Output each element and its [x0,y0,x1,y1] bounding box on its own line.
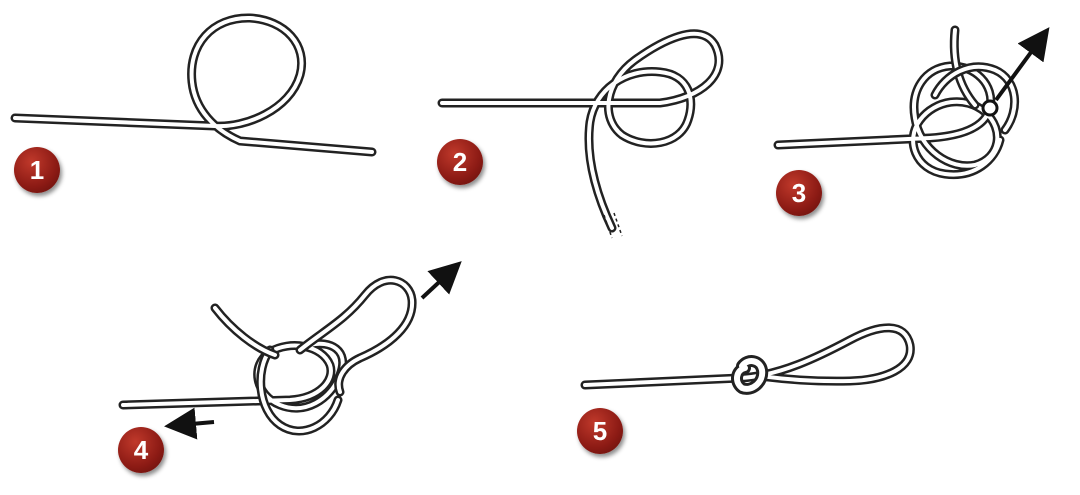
rope-segment [213,306,277,357]
step-1-badge: 1 [14,147,60,193]
step-1-illustration [10,13,377,157]
rope-outline [210,303,280,360]
step-2-illustration [437,29,724,239]
rope-cut-end [603,212,623,239]
step-3-badge: 3 [776,170,822,216]
pull-up-arrow [994,27,1050,102]
step-1-number: 1 [29,155,45,185]
step-2-number: 2 [452,147,468,177]
grip-point-marker [981,99,999,117]
rope-segment [298,278,415,394]
step-3-illustration [773,25,1050,180]
rope-segment [440,31,721,230]
pull-left-arrow [164,407,215,440]
step-5-badge: 5 [577,408,623,454]
rope-segment [734,358,766,392]
rope-segment [776,63,1002,177]
step-5-illustration [580,323,915,395]
rope-segment [583,325,913,387]
step-4-badge: 4 [118,427,164,473]
step-4-illustration [118,261,462,440]
rope-outline [118,339,348,413]
step-2-badge: 2 [437,139,483,185]
rope-segment [13,15,374,154]
step-4-number: 4 [133,435,149,465]
pull-up-arrow [420,261,462,300]
rope-segment [933,64,1017,132]
step-5-number: 5 [592,416,608,446]
step-3-number: 3 [791,178,807,208]
rope-segment [258,348,340,433]
rope-outline [773,61,1005,180]
rope-outline [437,29,724,233]
